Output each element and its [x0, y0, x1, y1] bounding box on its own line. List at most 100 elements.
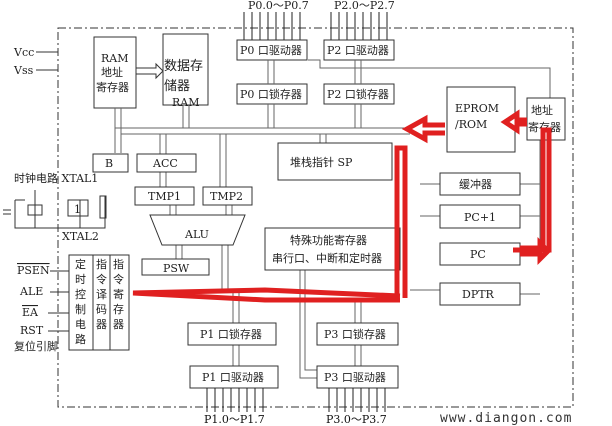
- p3-driver-label: P3 口驱动器: [324, 371, 386, 384]
- red-pc-arrow: [520, 236, 552, 266]
- psw: [141, 258, 210, 276]
- p1-driver-label: P1 口驱动器: [202, 371, 264, 384]
- p2-latch-label: P2 口锁存器: [327, 87, 389, 101]
- tmp2-label: TMP2: [210, 190, 243, 203]
- rst-note: 复位引脚: [14, 339, 58, 353]
- clock-circuit-label: 时钟电路 XTAL1: [14, 171, 98, 185]
- eprom-label: /ROM: [455, 118, 487, 131]
- p2-driver: [323, 39, 395, 61]
- data-ram-text: RAM: [172, 96, 200, 109]
- psen-label: PSEN: [17, 264, 50, 277]
- svg-text:时: 时: [75, 273, 86, 286]
- eprom-label: EPROM: [455, 102, 499, 115]
- acc-label: ACC: [152, 157, 178, 170]
- svg-text:路: 路: [75, 333, 86, 346]
- data-ram-text: 储器: [164, 79, 190, 94]
- bus-lines: [114, 59, 551, 379]
- buffer-label: 缓冲器: [459, 177, 492, 191]
- tmp2: [202, 186, 253, 206]
- b-label: B: [105, 157, 113, 170]
- p3-latch-label: P3 口锁存器: [324, 327, 386, 341]
- stack-pointer: [277, 142, 393, 181]
- ram-addr-text: RAM: [101, 52, 129, 65]
- control-pin-lines: [48, 270, 69, 332]
- accumulator: [136, 153, 197, 173]
- ram-addr-text: 地址: [101, 65, 123, 79]
- svg-text:码: 码: [96, 303, 107, 316]
- arrow: [135, 62, 164, 80]
- p3-pins-label: P3.0～P3.7: [326, 413, 387, 426]
- svg-text:控: 控: [75, 287, 86, 301]
- p1-driver: [189, 365, 279, 389]
- special-function-registers: [264, 227, 401, 271]
- svg-text:指: 指: [113, 257, 124, 271]
- p0-pins-label: P0.0～P0.7: [248, 0, 309, 12]
- p3-latch: [316, 322, 399, 346]
- svg-text:制: 制: [75, 303, 86, 316]
- pc1-label: PC+1: [464, 211, 496, 224]
- address-register-label: 地址: [531, 103, 553, 117]
- svg-text:指: 指: [96, 257, 107, 271]
- svg-text:定: 定: [75, 257, 86, 271]
- p1-pins-label: P1.0～P1.7: [204, 413, 265, 426]
- svg-text:电: 电: [75, 318, 86, 331]
- p2-latch: [323, 83, 395, 105]
- p0-pin-arrows: [243, 12, 301, 40]
- p0-latch-label: P0 口锁存器: [240, 87, 302, 101]
- data-ram: [162, 33, 209, 106]
- p3-pin-arrows: [328, 388, 386, 412]
- crystal-oscillator-icon: [3, 190, 107, 229]
- watermark: www.diangon.com: [440, 411, 572, 426]
- sp-label: 堆栈指针 SP: [290, 155, 353, 169]
- control-unit: [68, 254, 130, 351]
- b-register: [92, 153, 129, 173]
- dptr-label: DPTR: [462, 288, 495, 301]
- alu-label: ALU: [184, 228, 209, 241]
- red-arrow-to-rom: [500, 109, 527, 135]
- vss-label: Vss: [13, 64, 34, 77]
- p2-driver-label: P2 口驱动器: [327, 44, 389, 57]
- address-register: [526, 97, 566, 141]
- svg-text:器: 器: [113, 318, 124, 331]
- ram-addr-text: 寄存器: [96, 80, 129, 94]
- svg-text:器: 器: [96, 318, 107, 331]
- svg-text:存: 存: [113, 302, 124, 316]
- psw-label: PSW: [163, 262, 190, 275]
- svg-text:寄: 寄: [113, 287, 124, 301]
- ea-label: EA: [22, 306, 39, 319]
- chip-boundary: [57, 27, 574, 408]
- red-highlight-arrows: [132, 109, 552, 303]
- p2-pins-label: P2.0～P2.7: [334, 0, 395, 12]
- data-ram-text: 数据存: [164, 59, 203, 74]
- alu: [149, 214, 246, 246]
- dptr: [439, 282, 521, 306]
- red-arrow-to-instruction-register: [132, 287, 401, 303]
- p1-latch-label: P1 口锁存器: [200, 327, 262, 341]
- xtal2-label: XTAL2: [62, 230, 99, 243]
- svg-text:译: 译: [96, 288, 107, 301]
- rst-label: RST: [20, 324, 44, 337]
- sfr-label: 特殊功能寄存器: [290, 233, 367, 247]
- ale-label: ALE: [19, 285, 43, 298]
- p0-driver-label: P0 口驱动器: [240, 44, 302, 57]
- p1-pin-arrows: [206, 388, 264, 412]
- p0-latch: [236, 83, 308, 105]
- inverter-label: 1: [74, 203, 81, 216]
- p0-driver: [236, 39, 308, 61]
- svg-text:令: 令: [96, 272, 107, 286]
- sfr-label: 串行口、中断和定时器: [272, 251, 382, 265]
- red-arrow-to-eprom: [401, 114, 445, 144]
- red-vertical-arrow: [394, 145, 408, 298]
- vcc-label: Vcc: [13, 46, 34, 59]
- pc-plus-1: [439, 204, 521, 229]
- p3-driver: [316, 365, 399, 389]
- p1-latch: [187, 322, 277, 346]
- address-register-label: 寄存器: [528, 120, 561, 134]
- p2-pin-arrows: [330, 12, 388, 40]
- svg-text:令: 令: [113, 272, 124, 286]
- tmp1: [134, 186, 195, 206]
